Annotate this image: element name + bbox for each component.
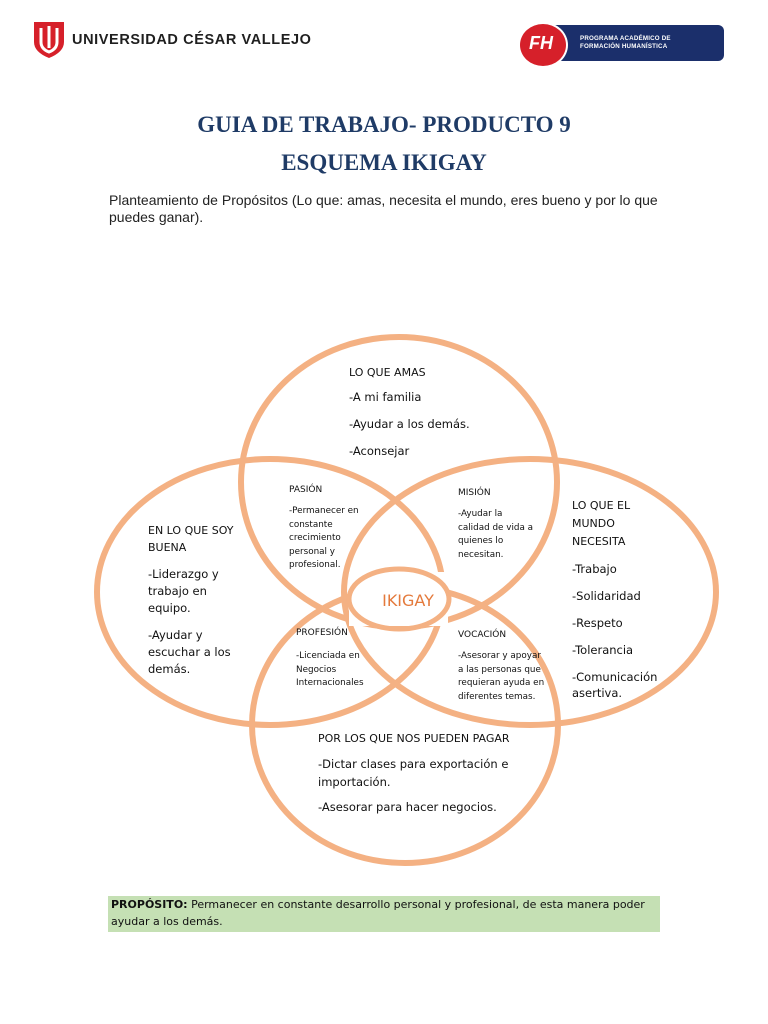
soy-buena-heading-line1: EN LO QUE SOY [148,524,234,537]
page-subtitle: ESQUEMA IKIGAY [281,150,487,175]
soy-buena-item: -Ayudar y [148,628,203,642]
proposito-box: PROPÓSITO: Permanecer en constante desar… [108,896,660,932]
vocacion-line: -Asesorar y apoyar [458,651,541,661]
profesion-line: -Licenciada en [296,651,360,661]
soy-buena-heading-line2: BUENA [148,541,187,554]
program-name: PROGRAMA ACADÉMICO DE FORMACIÓN HUMANÍST… [580,35,671,50]
program-circle-icon [518,22,568,68]
university-logo: UNIVERSIDAD CÉSAR VALLEJO [34,20,312,60]
mundo-necesita-heading-line3: NECESITA [572,535,626,548]
proposito-text: Permanecer en constante desarrollo perso… [111,898,645,928]
mundo-necesita-item: -Solidaridad [572,589,641,603]
ikigay-center-label: IKIGAY [382,591,434,610]
program-initials: FH [529,33,553,53]
mundo-necesita-item: -Trabajo [572,562,617,576]
lo-que-amas-item: -Ayudar a los demás. [349,417,470,431]
lo-que-amas-item: -A mi familia [349,390,422,404]
soy-buena-item: -Liderazgo y [148,567,219,581]
ikigay-center-ring [346,566,452,632]
lo-que-amas-item: -Aconsejar [349,444,410,458]
mundo-necesita-item: -Tolerancia [572,643,634,657]
intro-paragraph: Planteamiento de Propósitos (Lo que: ama… [109,192,658,225]
pasion-line: personal y [289,546,335,557]
ikigay-center-box [349,572,448,626]
program-banner: PROGRAMA ACADÉMICO DE FORMACIÓN HUMANÍST… [554,25,724,61]
proposito-label: PROPÓSITO: [111,898,188,911]
bottom-circle-text: POR LOS QUE NOS PUEDEN PAGAR -Dictar cla… [318,732,510,815]
mision-line: quienes lo [458,536,504,546]
vocacion-heading: VOCACIÓN [458,630,507,640]
mundo-necesita-item: -Respeto [572,616,623,630]
left-circle-text: EN LO QUE SOY BUENA -Liderazgo y trabajo… [148,522,233,678]
pasion-text: PASIÓN -Permanecer en constante crecimie… [289,485,359,573]
profesion-line: Internacionales [296,678,364,688]
pasion-line: crecimiento [289,533,341,543]
pueden-pagar-item: -Dictar clases para exportación e [318,757,509,771]
right-circle-text: LO QUE EL MUNDO NECESITA -Trabajo -Solid… [572,497,657,701]
soy-buena-item: trabajo en [148,584,207,598]
pueden-pagar-item: importación. [318,775,391,789]
mundo-necesita-heading-line1: LO QUE EL [572,499,631,512]
mision-heading: MISIÓN [458,488,491,498]
pasion-heading: PASIÓN [289,485,323,495]
university-shield-icon [34,22,64,58]
vocacion-text: VOCACIÓN -Asesorar y apoyar a las person… [458,630,544,704]
program-name-line1: PROGRAMA ACADÉMICO DE [580,35,671,42]
mundo-necesita-heading-line2: MUNDO [572,517,615,530]
university-name: UNIVERSIDAD CÉSAR VALLEJO [72,32,312,48]
mision-line: -Ayudar la [458,509,503,519]
soy-buena-item: escuchar a los [148,645,231,659]
profesion-heading: PROFESIÓN [296,628,348,638]
page-title: GUIA DE TRABAJO- PRODUCTO 9 [197,112,571,137]
soy-buena-item: demás. [148,662,191,676]
profesion-line: Negocios [296,664,337,675]
lo-que-amas-heading: LO QUE AMAS [349,366,426,379]
vocacion-line: requieran ayuda en [458,678,545,688]
pasion-line: profesional. [289,560,341,570]
pasion-line: constante [289,519,333,530]
mision-text: MISIÓN -Ayudar la calidad de vida a quie… [458,488,533,562]
soy-buena-item: equipo. [148,601,191,615]
mision-line: necesitan. [458,549,504,560]
vocacion-line: a las personas que [458,664,541,675]
mision-line: calidad de vida a [458,522,534,533]
program-logo: PROGRAMA ACADÉMICO DE FORMACIÓN HUMANÍST… [518,22,724,68]
vocacion-line: diferentes temas. [458,691,536,702]
pueden-pagar-heading: POR LOS QUE NOS PUEDEN PAGAR [318,732,510,745]
circle-lo-que-el-mundo-necesita [341,456,719,728]
pasion-line: -Permanecer en [289,506,359,516]
profesion-text: PROFESIÓN -Licenciada en Negocios Intern… [296,628,364,691]
mundo-necesita-item: asertiva. [572,686,623,700]
mundo-necesita-item: -Comunicación [572,670,658,684]
top-circle-text: LO QUE AMAS -A mi familia -Ayudar a los … [349,366,470,459]
pueden-pagar-item: -Asesorar para hacer negocios. [318,800,497,814]
program-name-line2: FORMACIÓN HUMANÍSTICA [580,42,668,50]
